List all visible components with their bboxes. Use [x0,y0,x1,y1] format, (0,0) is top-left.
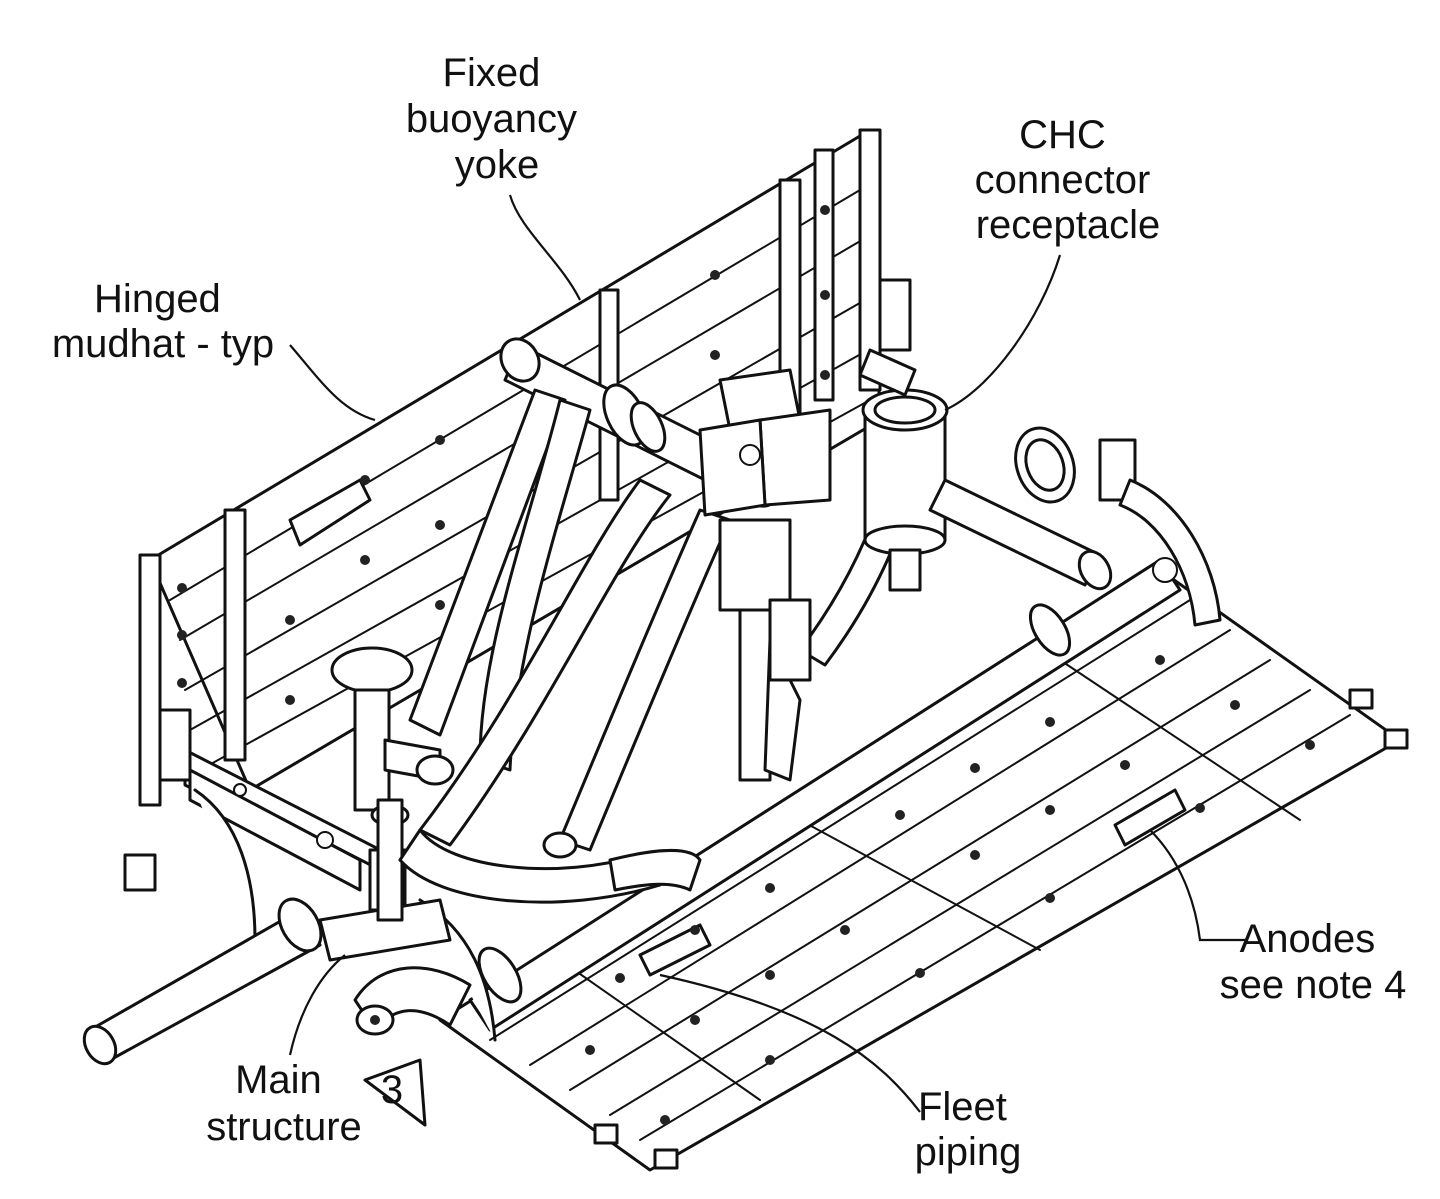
label-main-line1: Main [235,1058,322,1102]
label-fixed-line3: yoke [455,143,540,187]
label-hinged-line1: Hinged [94,277,221,321]
label-fleet-line1: Fleet [918,1085,1007,1129]
left-receptacle [330,646,442,922]
main-structure-frame [123,708,497,1042]
right-side-fittings [928,426,1222,627]
label-main-structure: Main structure [206,954,362,1149]
label-hinged-line2: mudhat - typ [52,322,274,366]
mudhat-posts [138,128,882,807]
svg-text:Anodes see note 4: Anodes see note 4 [1220,917,1407,1007]
label-fleet-line2: piping [915,1130,1022,1174]
leader-anodes [1149,829,1245,942]
leader-fixed-buoyancy-yoke [508,194,581,301]
label-hinged-mudhat: Hinged mudhat - typ [52,277,376,422]
label-chc-line3: receptacle [976,203,1161,247]
central-valve-block [698,368,832,682]
label-anodes-line2: see note 4 [1220,963,1407,1007]
note-3-text: 3 [381,1068,403,1112]
label-anodes: Anodes see note 4 [1149,829,1407,1007]
svg-text:CHC connector rece: CHC connector receptacle [975,113,1162,247]
wall-bolt-holes [177,205,830,705]
main-header-pipe [468,557,1182,1032]
label-main-line2: structure [206,1105,362,1149]
leader-fleet-piping [659,973,921,1113]
svg-text:Main structure: Main structure [206,1058,362,1149]
svg-text:Fleet piping: Fleet piping [915,1085,1022,1174]
front-mudmat-deck [438,568,1409,1172]
label-fixed-line2: buoyancy [406,97,577,141]
deck-anode-2 [638,923,712,977]
label-chc-line2: connector [975,158,1151,202]
label-fixed-line1: Fixed [443,51,541,95]
leader-hinged-mudhat [289,344,376,422]
svg-text:Fixed buoyancy yok: Fixed buoyancy yoke [406,51,588,187]
fleet-piping [82,897,472,1066]
label-fleet-piping: Fleet piping [659,973,1022,1174]
leader-main-structure [288,954,346,1056]
deck-anode [1113,788,1187,847]
wall-anode [288,478,372,547]
label-chc-line1: CHC [1019,113,1106,157]
deck-bolt-holes [585,655,1315,1125]
svg-text:Hinged mudhat - typ: Hinged mudhat - typ [52,277,274,366]
note-3-marker: 3 [363,1058,427,1127]
tubular-legs [398,388,907,904]
label-anodes-line1: Anodes [1240,917,1376,961]
label-fixed-buoyancy-yoke: Fixed buoyancy yoke [406,51,588,301]
leader-chc-connector-receptacle [944,254,1062,412]
label-chc-connector-receptacle: CHC connector receptacle [944,113,1162,412]
